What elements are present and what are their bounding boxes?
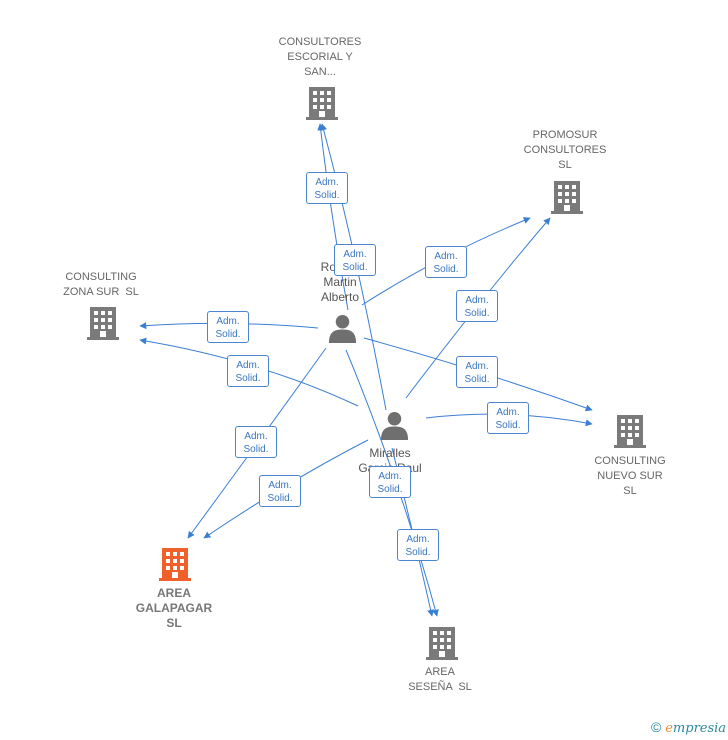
- edge-badge[interactable]: Adm.Solid.: [227, 355, 269, 387]
- company-label-galapagar[interactable]: AREA GALAPAGAR SL: [135, 586, 213, 630]
- edge-badge[interactable]: Adm.Solid.: [487, 402, 529, 434]
- company-label-nuevosur[interactable]: CONSULTING NUEVO SUR SL: [594, 455, 666, 497]
- zonasur-building-icon: [87, 307, 119, 340]
- edge-badge[interactable]: Adm.Solid.: [306, 172, 348, 204]
- miralles-person-icon: [380, 411, 409, 440]
- edge-badge[interactable]: Adm.Solid.: [334, 244, 376, 276]
- edge-badge[interactable]: Adm.Solid.: [456, 356, 498, 388]
- edge-badge[interactable]: Adm.Solid.: [369, 466, 411, 498]
- company-label-zonasur[interactable]: CONSULTING ZONA SUR SL: [63, 271, 139, 298]
- footer-credit[interactable]: © empresia: [651, 719, 726, 736]
- copyright-icon: ©: [651, 719, 662, 735]
- edge-badge[interactable]: Adm.Solid.: [207, 311, 249, 343]
- edge-badge[interactable]: Adm.Solid.: [456, 290, 498, 322]
- nuevosur-building-icon: [614, 415, 646, 448]
- escorial-building-icon: [306, 87, 338, 120]
- edge-badge[interactable]: Adm.Solid.: [397, 529, 439, 561]
- brand-logo: empresia: [665, 721, 727, 736]
- edge-badge[interactable]: Adm.Solid.: [425, 246, 467, 278]
- galapagar-building-icon: [159, 548, 191, 581]
- company-label-escorial[interactable]: CONSULTORES ESCORIAL Y SAN...: [278, 36, 362, 78]
- company-label-sesena[interactable]: AREA SESEÑA SL: [408, 666, 472, 693]
- edge-badge[interactable]: Adm.Solid.: [259, 475, 301, 507]
- sesena-building-icon: [426, 627, 458, 660]
- promosur-building-icon: [551, 181, 583, 214]
- roman-person-icon: [328, 314, 357, 343]
- edge-badge[interactable]: Adm.Solid.: [235, 426, 277, 458]
- edge-roman-escorial: [317, 123, 349, 311]
- company-label-promosur[interactable]: PROMOSUR CONSULTORES SL: [523, 129, 607, 171]
